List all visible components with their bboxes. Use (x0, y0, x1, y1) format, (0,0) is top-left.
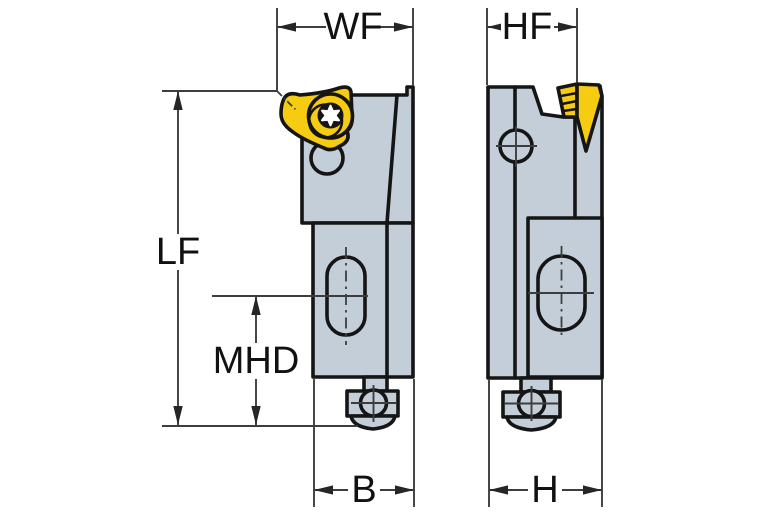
lf-arrowhead-top (173, 91, 183, 110)
torx-star-icon (321, 104, 340, 127)
mhd-label: MHD (213, 340, 300, 382)
mhd-label-backing (206, 343, 306, 379)
wf-arrowhead-left (277, 22, 296, 32)
b-arrowhead-right (395, 485, 414, 495)
front-view (279, 85, 415, 431)
mhd-arrowhead-bottom (251, 406, 261, 425)
dimension-hf: HF (486, 6, 578, 85)
h-label: H (531, 469, 558, 511)
wf-label: WF (323, 6, 382, 48)
hf-label: HF (502, 6, 553, 48)
threading-insert-side-tip (575, 82, 604, 153)
h-label-backing (528, 472, 562, 508)
mhd-arrowhead-top (251, 296, 261, 315)
dimension-b: B (313, 379, 415, 511)
lf-label-backing (152, 234, 204, 270)
front-head-bevel-line (385, 93, 399, 225)
b-arrowhead-left (314, 485, 333, 495)
lf-arrowhead-bottom (173, 406, 183, 425)
front-clamp-screw-dome (349, 414, 397, 431)
dimensions: WF HF LF (152, 6, 603, 511)
side-clamp-screw-dome (505, 415, 558, 432)
hf-arrowhead-right (558, 22, 577, 32)
insert-serration-lines (559, 91, 579, 113)
side-view (486, 82, 604, 432)
dimension-lf: LF (152, 90, 358, 427)
lf-label: LF (156, 231, 200, 273)
corner-theoretical-line (276, 90, 297, 111)
wf-label-backing (326, 10, 380, 43)
b-label-backing (348, 472, 380, 508)
wf-arrowhead-right (394, 22, 413, 32)
h-arrowhead-left (489, 485, 508, 495)
dimension-h: H (488, 379, 603, 511)
dimension-mhd: MHD (206, 295, 368, 425)
dimension-wf: WF (276, 6, 414, 91)
hf-label-backing (501, 10, 554, 43)
h-arrowhead-right (583, 485, 602, 495)
b-label: B (351, 469, 376, 511)
